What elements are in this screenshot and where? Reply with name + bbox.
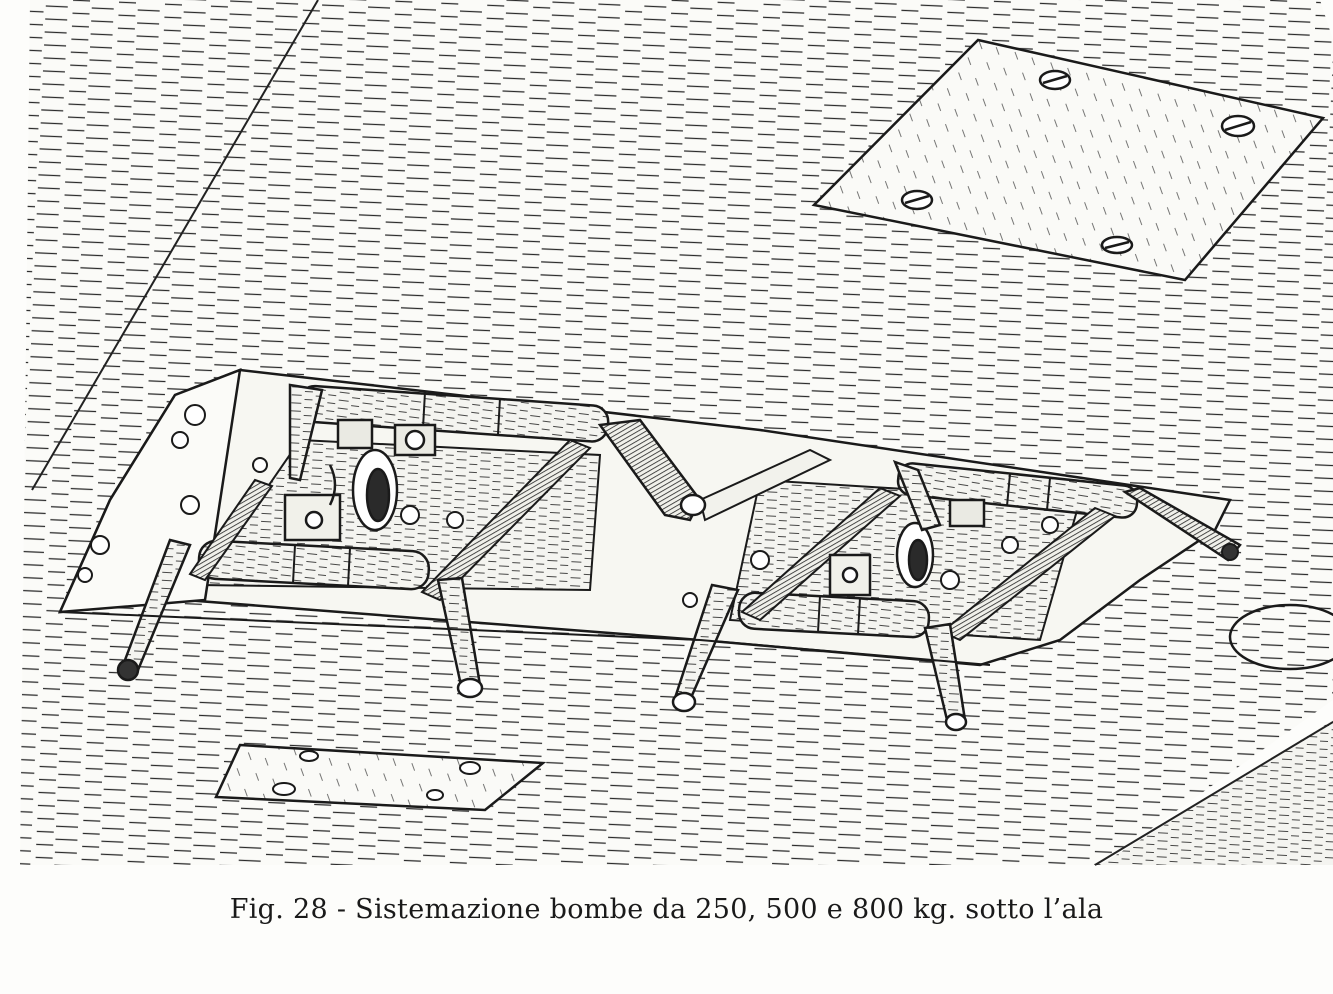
lower-bar-left	[197, 539, 431, 591]
plate-screws	[900, 69, 1256, 255]
release-mechanism-left	[283, 418, 437, 542]
inspection-plate-small	[214, 743, 547, 812]
suspension-legs	[116, 538, 968, 732]
upper-bar-right	[896, 462, 1139, 519]
diagonal-rail-4	[188, 478, 274, 582]
small-plate-screws	[272, 750, 481, 801]
inspection-plate-large	[811, 38, 1326, 282]
right-end-bar	[1121, 486, 1242, 562]
lower-bar-right	[737, 591, 931, 639]
figure-caption: Fig. 28 - Sistemazione bombe da 250, 500…	[229, 894, 1104, 925]
pin-upper-right	[892, 459, 942, 532]
diagonal-rail-1	[420, 438, 592, 602]
wing-bomb-rack-drawing	[20, 0, 1333, 866]
oval-cutout	[1228, 603, 1333, 671]
wing-edge-line	[31, 0, 319, 491]
pin-upper-left	[288, 383, 324, 482]
release-mechanism-right	[828, 498, 986, 597]
diagonal-rail-3	[940, 506, 1117, 642]
bomb-rack	[57, 368, 1242, 667]
bomb-rack-illustration	[20, 0, 1333, 866]
diagonal-rail-2	[740, 486, 902, 622]
